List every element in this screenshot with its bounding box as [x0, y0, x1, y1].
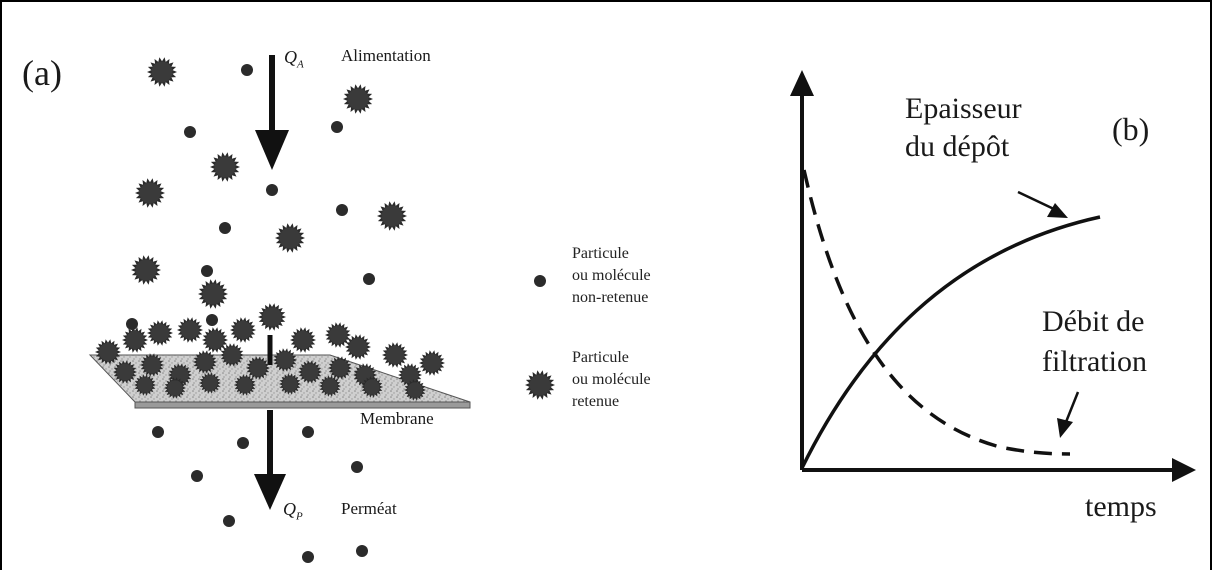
feed-flow-subscript: A: [297, 58, 304, 71]
large-particle: [234, 374, 256, 396]
large-particle: [210, 152, 240, 182]
small-particle: [184, 126, 196, 138]
large-particle: [404, 379, 426, 401]
large-particle: [147, 57, 177, 87]
deposit-thickness-curve: [800, 215, 1101, 469]
deposit-pointer-arrow: [1017, 190, 1068, 218]
feed-flow-symbol: Q: [284, 47, 297, 67]
small-particle: [191, 470, 203, 482]
large-particle: [199, 372, 221, 394]
small-particle: [219, 222, 231, 234]
small-particle: [351, 461, 363, 473]
permeate-arrow: [254, 335, 286, 510]
deposit-label-line: du dépôt: [905, 130, 1010, 163]
large-particle: [298, 360, 322, 384]
legend-large-text: Particule ou molécule retenue: [572, 347, 651, 413]
large-particle: [122, 327, 148, 353]
legend-large-line: ou molécule: [572, 371, 651, 388]
large-particle: [95, 339, 121, 365]
panel-b-axes: [800, 92, 1178, 472]
panel-b-label: (b): [1112, 111, 1150, 147]
x-axis-label: temps: [1085, 490, 1157, 523]
panel-a-label: (a): [22, 53, 62, 93]
large-particle: [246, 356, 270, 380]
large-particle: [343, 84, 373, 114]
large-particle: [135, 178, 165, 208]
feed-label: Alimentation: [341, 46, 431, 65]
legend-large-particle: [525, 370, 555, 400]
deposit-curve-label: Epaisseur du dépôt: [905, 90, 1022, 166]
small-particle: [266, 184, 278, 196]
small-particle: [336, 204, 348, 216]
large-particle: [230, 317, 256, 343]
filtration-flow-curve: [802, 169, 1071, 456]
deposit-label-line: Epaisseur: [905, 92, 1022, 125]
large-particle: [177, 317, 203, 343]
small-particles: [126, 64, 546, 563]
large-particle: [147, 320, 173, 346]
permeate-flow-label: QP: [283, 500, 303, 523]
flow-pointer-arrow: [1057, 391, 1080, 438]
large-particle: [419, 350, 445, 376]
permeate-flow-symbol: Q: [283, 499, 296, 519]
large-particle: [279, 373, 301, 395]
x-axis-arrowhead: [1172, 458, 1196, 482]
membrane-label: Membrane: [360, 409, 434, 428]
large-particle: [220, 343, 244, 367]
permeate-label: Perméat: [341, 499, 397, 518]
large-particle: [134, 374, 156, 396]
large-particle: [382, 342, 408, 368]
large-particle: [290, 327, 316, 353]
large-particle: [361, 376, 383, 398]
large-particle: [164, 377, 186, 399]
small-particle: [331, 121, 343, 133]
feed-arrow: [255, 55, 289, 170]
small-particle: [223, 515, 235, 527]
small-particle: [302, 551, 314, 563]
legend-small-text: Particule ou molécule non-retenue: [572, 243, 651, 309]
large-particle: [193, 350, 217, 374]
large-particle: [275, 223, 305, 253]
large-particle: [202, 327, 228, 353]
legend-small-line: Particule: [572, 245, 629, 262]
legend-large-line: Particule: [572, 349, 629, 366]
flow-label-line: Débit de: [1042, 305, 1145, 338]
small-particle: [206, 314, 218, 326]
large-particle: [273, 348, 297, 372]
y-axis-arrowhead: [790, 70, 814, 96]
large-particle: [113, 360, 137, 384]
small-particle: [201, 265, 213, 277]
large-particle: [198, 279, 228, 309]
legend-small-particle: [534, 275, 546, 287]
large-particle: [325, 322, 351, 348]
permeate-flow-subscript: P: [296, 510, 303, 523]
small-particle: [152, 426, 164, 438]
feed-flow-label: QA: [284, 48, 304, 71]
small-particle: [356, 545, 368, 557]
legend-small-line: ou molécule: [572, 267, 651, 284]
legend-small-line: non-retenue: [572, 289, 649, 306]
small-particle: [126, 318, 138, 330]
large-particle: [258, 303, 286, 331]
flow-curve-label: Débit de filtration: [1042, 302, 1147, 382]
large-particle: [319, 375, 341, 397]
small-particle: [302, 426, 314, 438]
legend-large-line: retenue: [572, 393, 620, 410]
large-particle: [377, 201, 407, 231]
large-particle: [140, 353, 164, 377]
large-particle: [345, 334, 371, 360]
flow-label-line: filtration: [1042, 345, 1147, 378]
large-particle: [328, 356, 352, 380]
large-particle: [131, 255, 161, 285]
small-particle: [241, 64, 253, 76]
small-particle: [363, 273, 375, 285]
large-particles: [95, 57, 555, 401]
small-particle: [237, 437, 249, 449]
